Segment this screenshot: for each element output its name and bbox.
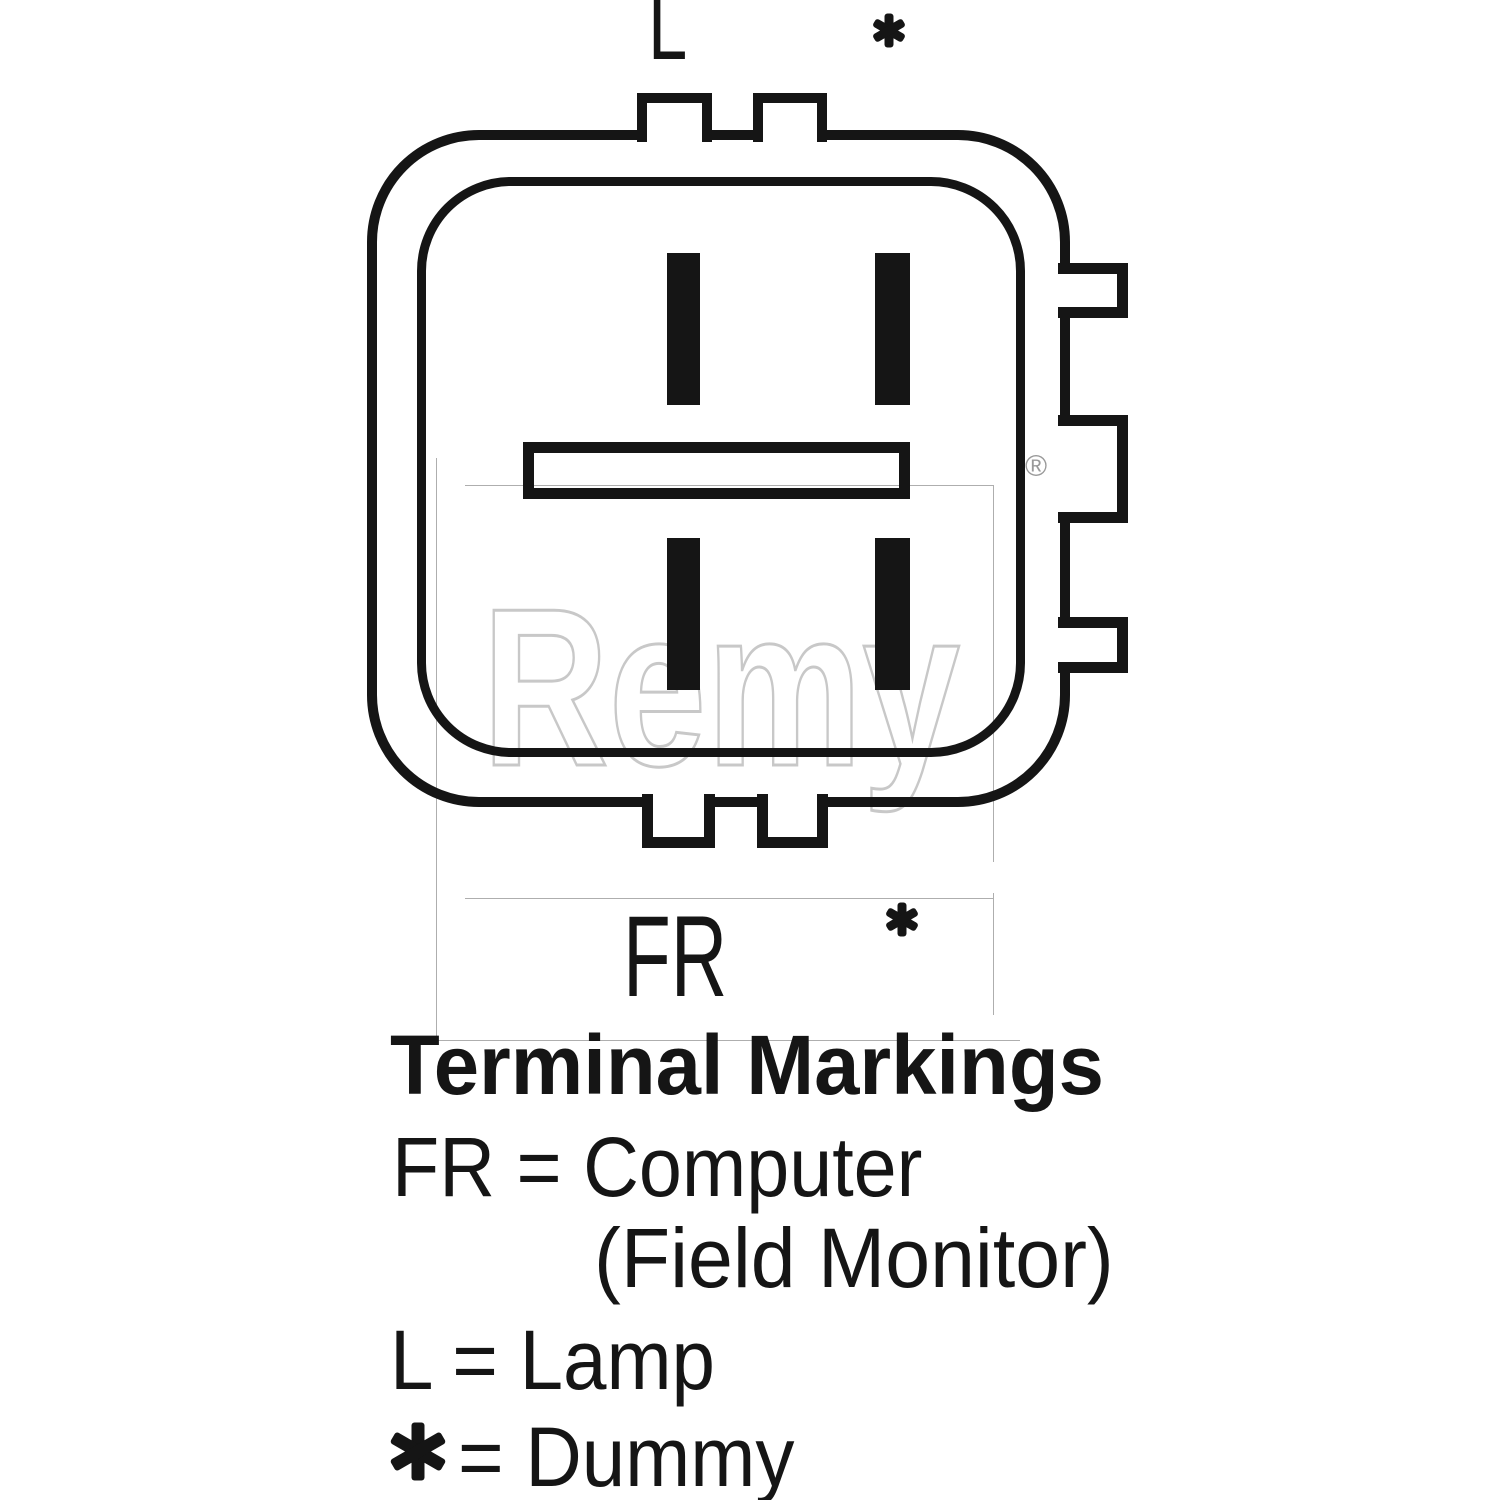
- watermark-box-right-lower-line: [993, 893, 994, 1015]
- legend-entry-field-monitor: (Field Monitor): [594, 1211, 1114, 1305]
- watermark-box-middle-line: [465, 898, 993, 899]
- lamp-terminal-label: L: [648, 0, 688, 80]
- terminal-pin-top-right: [875, 253, 910, 405]
- legend-entry-computer: FR = Computer: [392, 1120, 923, 1214]
- watermark-box-bottom-line: [436, 1040, 1020, 1041]
- legend-title: Terminal Markings: [390, 1018, 1104, 1112]
- connector-inner-outline: [417, 177, 1025, 757]
- terminal-pin-bottom-left: [667, 538, 700, 690]
- mounting-tab-right-upper: [1058, 263, 1128, 318]
- keying-tab-top-left: [637, 93, 712, 142]
- terminal-pin-bottom-right: [875, 538, 910, 690]
- asterisk-icon: [872, 13, 906, 48]
- keying-tab-bottom-left: [642, 794, 715, 848]
- terminal-pin-top-left: [667, 253, 700, 405]
- keying-tab-top-right: [753, 93, 827, 142]
- keying-tab-bottom-right: [757, 794, 828, 848]
- legend-entry-dummy: = Dummy: [458, 1410, 795, 1500]
- asterisk-icon: [885, 902, 919, 937]
- center-key-slot: [523, 442, 910, 499]
- mounting-tab-right-middle: [1058, 415, 1128, 523]
- watermark-box-top-line: [465, 485, 993, 486]
- legend-entry-lamp: L = Lamp: [390, 1313, 715, 1407]
- registered-trademark-icon: ®: [1025, 450, 1048, 483]
- asterisk-icon: [389, 1422, 447, 1481]
- mounting-tab-right-lower: [1058, 617, 1128, 673]
- field-monitor-terminal-label: FR: [623, 893, 728, 1021]
